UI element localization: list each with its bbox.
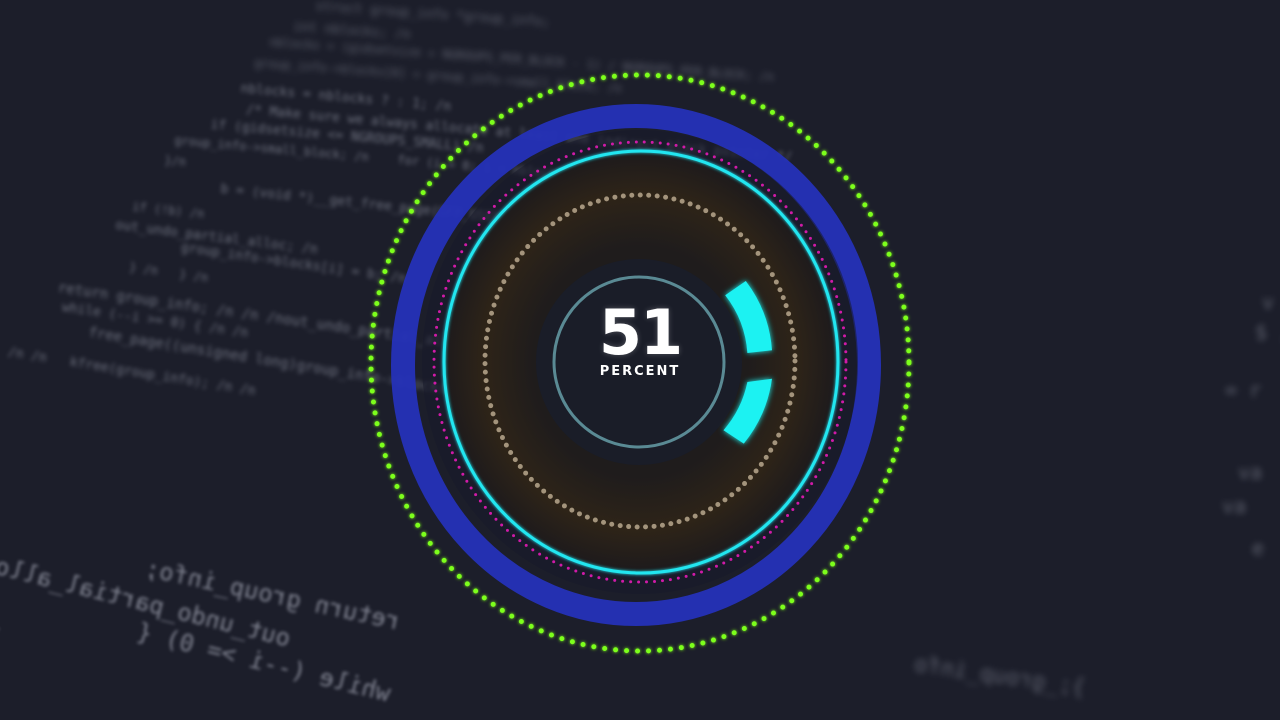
- percent-label: PERCENT: [599, 364, 681, 379]
- gauge-readout: 51 PERCENT: [540, 296, 740, 380]
- inner-dark-disc: [536, 259, 742, 465]
- inner-teal-ring: [552, 275, 726, 449]
- percent-value: 51: [598, 296, 683, 369]
- code-fragment: va: [1222, 494, 1247, 518]
- code-fragment: = r: [1225, 378, 1262, 402]
- progress-segment-lower: [723, 378, 772, 444]
- code-fragment: va: [1238, 460, 1263, 484]
- code-fragment: v: [1262, 290, 1275, 314]
- cyan-ring: [442, 149, 840, 575]
- outer-green-dotted-ring: [368, 72, 912, 654]
- magenta-dotted-ring: [432, 140, 848, 584]
- progress-segment-upper: [725, 281, 772, 353]
- beige-dotted-ring: [482, 192, 798, 530]
- blue-band-ring: [391, 104, 881, 626]
- code-fragment: e: [1252, 536, 1265, 560]
